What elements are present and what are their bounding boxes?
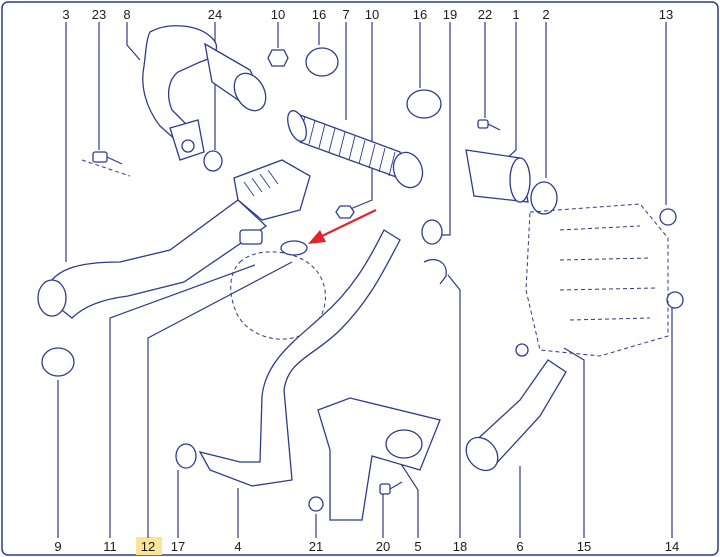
label-bottom-18: 18: [453, 539, 467, 554]
sensor-1: [465, 149, 531, 203]
label-bottom-20: 20: [376, 539, 390, 554]
o-ring-24: [203, 150, 223, 172]
label-bottom-17: 17: [171, 539, 185, 554]
label-top-1: 1: [512, 7, 519, 22]
screw-15: [515, 343, 529, 357]
pipe-6: [465, 359, 567, 472]
nut-10-center: [335, 205, 355, 219]
bolt-20: [379, 481, 403, 495]
corrugated-hose-7: [287, 110, 424, 189]
grommet-13: [659, 208, 677, 226]
label-bottom-4: 4: [234, 539, 241, 554]
o-ring-12: [280, 240, 308, 256]
label-top-13: 13: [659, 7, 673, 22]
top-labels: 3 23 8 24 10 16 7 10 16 19 22 1 2 13: [62, 7, 673, 22]
bottom-labels: 9 11 12 17 4 21 20 5 18 6 15 14: [54, 539, 679, 554]
o-ring-2: [530, 181, 558, 215]
gasket-11: [239, 229, 263, 245]
label-top-7: 7: [342, 7, 349, 22]
pipe-4: [175, 229, 401, 487]
label-bottom-5: 5: [414, 539, 421, 554]
label-bottom-14: 14: [665, 539, 679, 554]
clamp-17: [175, 443, 197, 469]
bracket-5: [317, 397, 441, 521]
label-top-23: 23: [92, 7, 106, 22]
label-top-16b: 16: [413, 7, 427, 22]
clamp-9: [41, 347, 75, 377]
nut-21: [308, 496, 324, 512]
label-top-3: 3: [62, 7, 69, 22]
clip-18: [423, 259, 447, 285]
clamp-16-a: [305, 47, 339, 77]
label-bottom-11: 11: [103, 539, 117, 554]
red-arrow-icon: [308, 209, 377, 244]
label-top-8: 8: [123, 7, 130, 22]
label-bottom-12: 12: [141, 539, 155, 554]
label-top-16: 16: [312, 7, 326, 22]
label-top-2: 2: [542, 7, 549, 22]
label-bottom-15: 15: [577, 539, 591, 554]
label-top-10: 10: [271, 7, 285, 22]
o-ring-19: [421, 219, 443, 245]
highlight-box: [136, 537, 162, 555]
label-top-22: 22: [478, 7, 492, 22]
bolt-23: [81, 151, 131, 177]
label-bottom-6: 6: [516, 539, 523, 554]
intercooler-ghost: [525, 203, 669, 357]
label-top-24: 24: [208, 7, 222, 22]
intake-duct-8: [142, 25, 267, 161]
leader-lines: [57, 22, 673, 538]
label-top-10b: 10: [365, 7, 379, 22]
grommet-14: [666, 291, 684, 309]
clamp-16-b: [406, 89, 442, 119]
label-top-19: 19: [443, 7, 457, 22]
bolt-22: [477, 119, 501, 131]
label-bottom-21: 21: [309, 539, 323, 554]
label-bottom-9: 9: [54, 539, 61, 554]
nut-10: [267, 49, 289, 67]
resonator: [233, 159, 311, 221]
